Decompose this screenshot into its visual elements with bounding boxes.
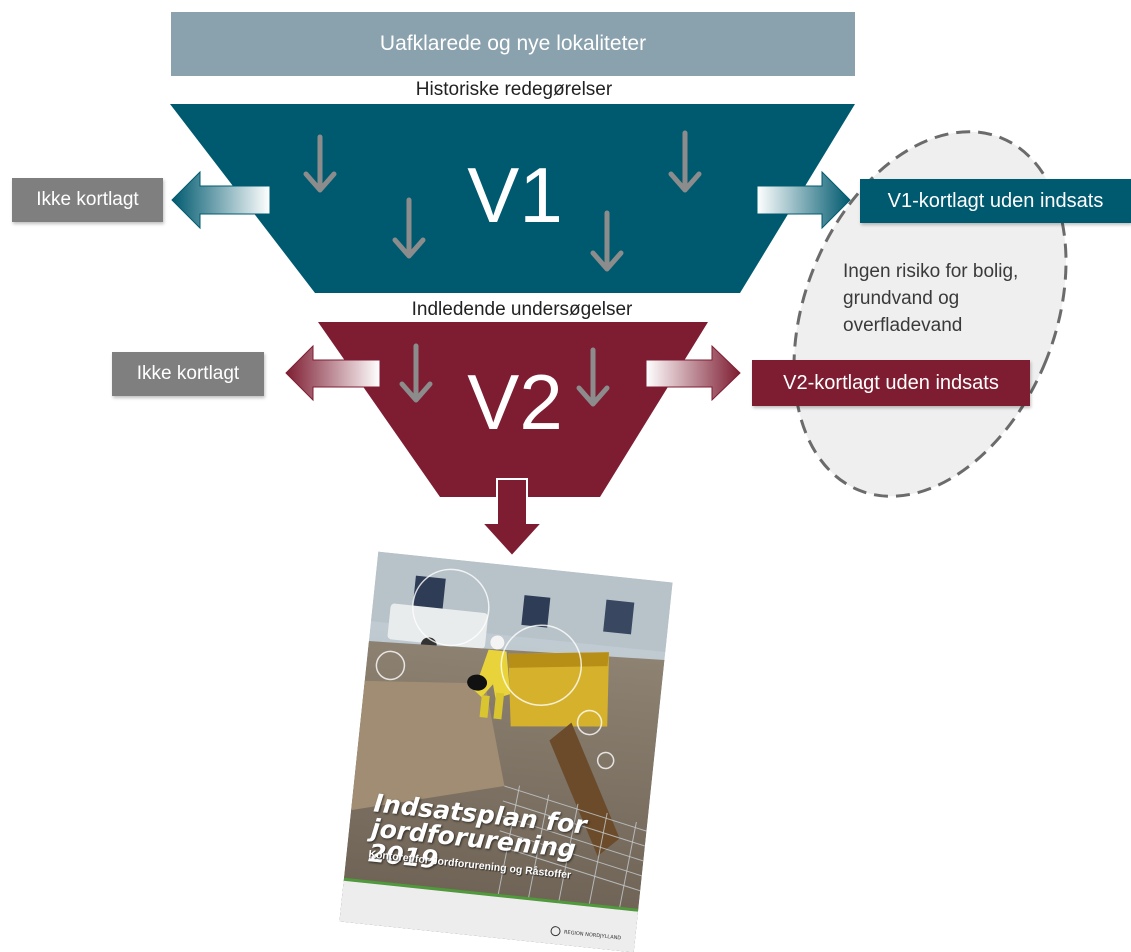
v2-mapped-box: V2-kortlagt uden indsats [752, 360, 1030, 406]
v1-stage-label: Historiske redegørelser [415, 79, 613, 100]
v2-not-mapped-box: Ikke kortlagt [112, 352, 264, 396]
region-logo-icon [549, 925, 561, 937]
v2-title: V2 [467, 358, 563, 446]
top-banner-label: Uafklarede og nye lokaliteter [379, 32, 647, 55]
v2-stage-label: Indledende undersøgelser [411, 299, 633, 320]
v1-mapped-label: V1-kortlagt uden indsats [887, 189, 1104, 212]
v2-left-arrow [285, 344, 381, 402]
down-arrow-icon [303, 134, 337, 193]
down-arrow-icon [392, 197, 426, 259]
v2-down-arrow [479, 478, 545, 558]
down-arrow-icon [399, 343, 433, 403]
v2-not-mapped-label: Ikke kortlagt [136, 363, 240, 384]
down-arrow-icon [576, 347, 610, 407]
report-cover-image [339, 551, 673, 952]
v1-right-arrow [756, 170, 851, 230]
v1-mapped-box: V1-kortlagt uden indsats [860, 179, 1131, 223]
v2-right-arrow [645, 344, 741, 402]
report-cover: Indsatsplan for jordforurening 2019 Kont… [339, 551, 673, 952]
v1-not-mapped-label: Ikke kortlagt [36, 189, 139, 210]
v2-mapped-label: V2-kortlagt uden indsats [783, 371, 999, 394]
v1-left-arrow [171, 170, 271, 230]
risk-note: Ingen risiko for bolig, grundvand og ove… [843, 261, 1019, 336]
v1-not-mapped-box: Ikke kortlagt [12, 178, 163, 222]
down-arrow-icon [590, 210, 624, 272]
v1-title: V1 [467, 151, 563, 239]
down-arrow-icon [668, 130, 702, 193]
top-banner: Uafklarede og nye lokaliteter [171, 12, 855, 76]
